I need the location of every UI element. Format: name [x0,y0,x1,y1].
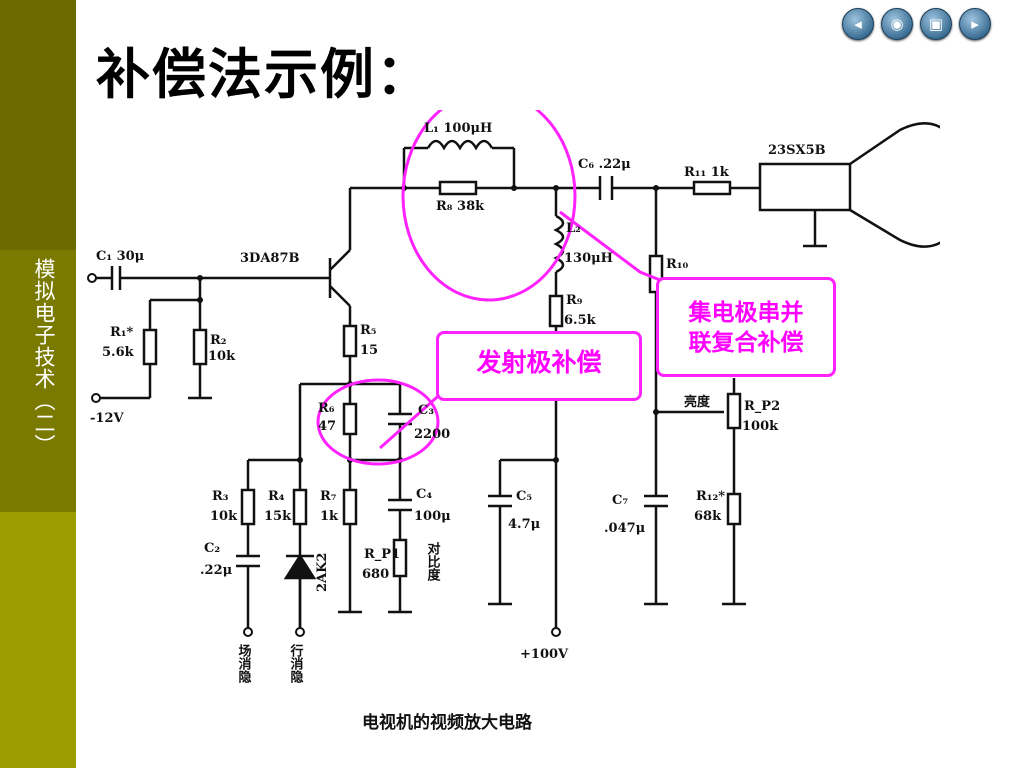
label-diode: 2AK2 [315,553,330,592]
callout-collector-compensation: 集电极串并 联复合补偿 [656,277,836,377]
label-transistor: 3DA87B [240,251,299,266]
home-icon[interactable]: ◉ [881,8,913,40]
label-R12: R₁₂* [696,489,725,504]
label-R3: R₃ [212,489,229,504]
sidebar: 模拟电子技术（二） [0,0,76,768]
label-R2-value: 10k [208,349,236,364]
label-R9: R₉ [566,293,583,308]
label-plus100v: +100V [520,647,569,662]
label-R12-value: 68k [694,509,722,524]
label-C3: C₃ [418,403,434,418]
label-R5: R₅ [360,323,377,338]
label-R1-value: 5.6k [102,345,135,360]
label-crt: 23SX5B [768,143,826,158]
navigation-buttons: ◂ ◉ ▣ ▸ [842,8,991,40]
label-brightness: 亮度 [684,394,711,410]
label-C4: C₄ [416,487,432,502]
label-R3-value: 10k [210,509,238,524]
label-R7-value: 1k [320,509,339,524]
print-icon[interactable]: ▣ [920,8,952,40]
label-R7: R₇ [320,489,337,504]
label-RP1: R_P1 [364,547,400,562]
label-R6-value: 47 [318,419,336,434]
label-C2-value: .22μ [200,563,233,578]
label-C5: C₅ [516,489,532,504]
label-RP1-value: 680 [362,567,389,582]
label-RP2-value: 100k [742,419,779,434]
label-R4-value: 15k [264,509,292,524]
label-contrast: 对比度 [425,541,441,582]
callout-collector-line2: 联复合补偿 [688,330,804,356]
label-C2: C₂ [204,541,220,556]
label-L2-value: 130μH [564,251,613,266]
label-C6: C₆ .22μ [578,157,631,172]
prev-icon[interactable]: ◂ [842,8,874,40]
label-field-blanking: 场消隐 [236,644,252,684]
label-L2: L₂ [566,221,581,236]
label-line-blanking: 行消隐 [288,643,305,684]
label-R8: R₈ 38k [436,199,485,214]
label-R4: R₄ [268,489,285,504]
diagram-caption: 电视机的视频放大电路 [362,713,532,733]
label-C4-value: 100μ [414,509,451,524]
label-R9-value: 6.5k [564,313,597,328]
label-R6: R₆ [318,401,335,416]
label-R2: R₂ [210,333,227,348]
label-R1: R₁* [110,325,133,340]
label-L1: L₁ 100μH [424,121,492,136]
callout-emitter-compensation: 发射极补偿 [436,331,642,401]
label-R11: R₁₁ 1k [684,165,730,180]
sidebar-top-band [0,0,76,250]
sidebar-middle-band [0,250,76,512]
label-C3-value: 2200 [414,427,450,442]
circuit-diagram: L₁ 100μH R₈ 38k C₆ .22μ R₁₁ 1k 23SX5B L₂… [87,110,940,684]
label-RP2: R_P2 [744,399,780,414]
label-C5-value: 4.7μ [508,517,541,532]
slide-title: 补偿法示例： [96,42,432,106]
label-R5-value: 15 [360,343,378,358]
label-C7: C₇ [612,493,628,508]
callout-collector-line1: 集电极串并 [688,300,804,326]
label-R10: R₁₀ [666,257,688,272]
next-icon[interactable]: ▸ [959,8,991,40]
label-C1: C₁ 30μ [96,249,145,264]
label-minus12v: -12V [90,411,124,426]
course-title: 模拟电子技术（二） [32,258,56,456]
label-C7-value: .047μ [604,521,646,536]
